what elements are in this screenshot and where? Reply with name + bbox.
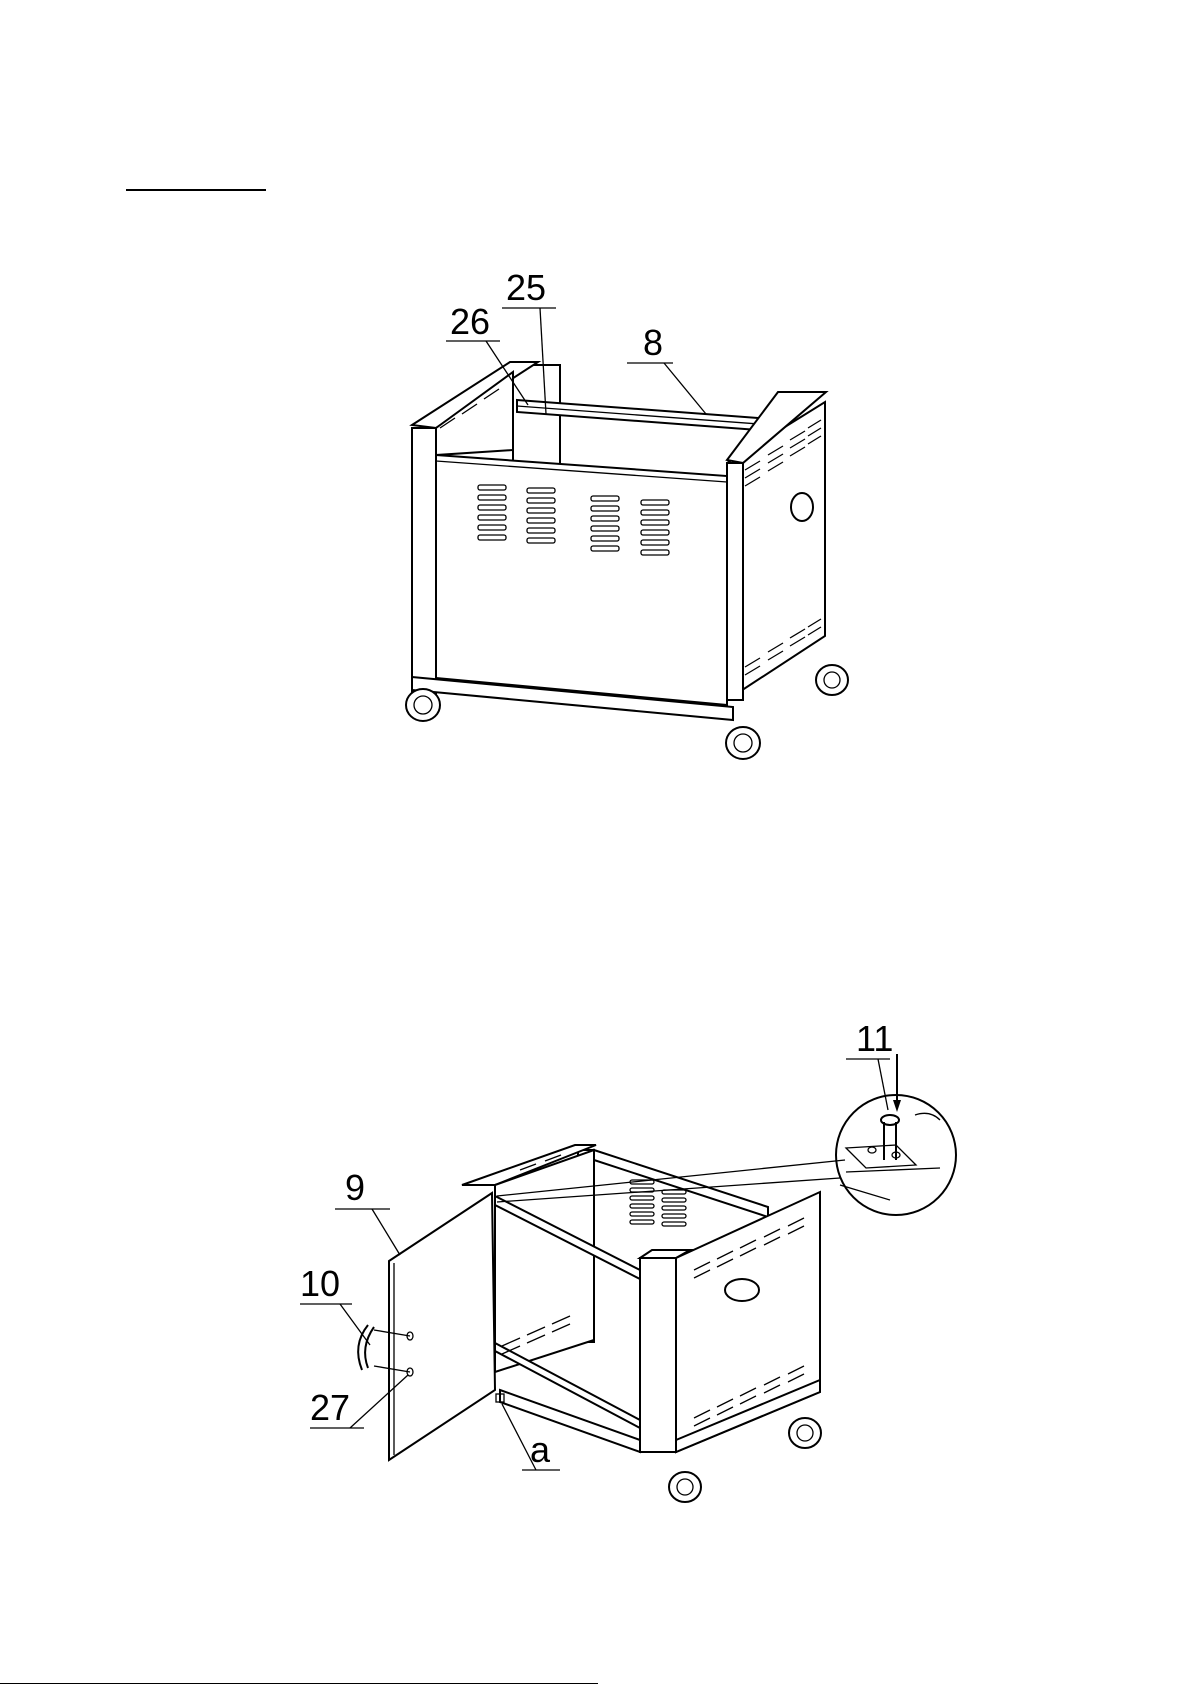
callout-8: 8: [643, 322, 663, 363]
callout-11: 11: [856, 1018, 893, 1059]
diagram-cart-frame: [406, 308, 848, 759]
detail-magnifier-icon: [836, 1054, 956, 1215]
callout-26: 26: [450, 301, 490, 342]
callout-25: 25: [506, 267, 546, 308]
diagram-door-attachment: [300, 1054, 956, 1502]
callout-9: 9: [345, 1167, 365, 1208]
callout-10: 10: [300, 1263, 340, 1304]
callout-27: 27: [310, 1387, 350, 1428]
footer-rule: [0, 1683, 598, 1684]
callout-a: a: [530, 1429, 551, 1470]
